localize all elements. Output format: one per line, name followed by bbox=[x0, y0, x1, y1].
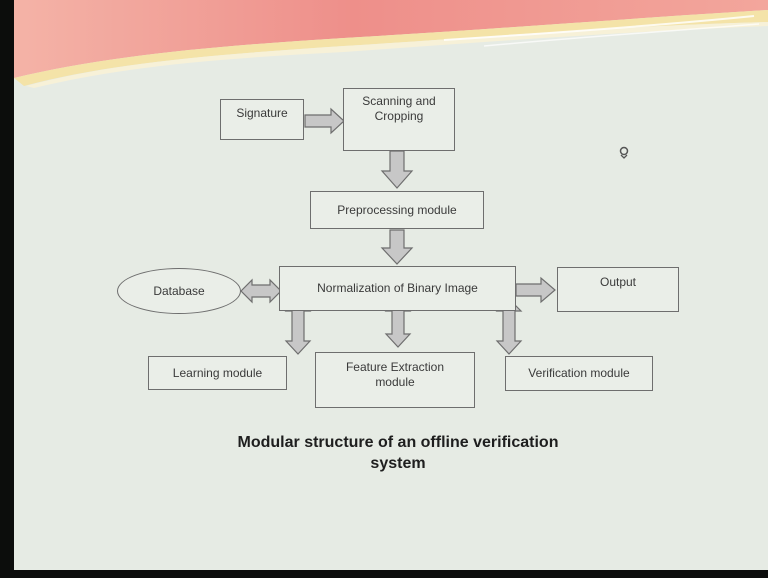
node-output: Output bbox=[557, 267, 679, 312]
node-feature-label-line2: module bbox=[375, 375, 415, 389]
node-learning: Learning module bbox=[148, 356, 287, 390]
arrow-normalization-to-output bbox=[515, 276, 556, 304]
node-scanning-label-line1: Scanning and bbox=[362, 94, 436, 108]
node-learning-label: Learning module bbox=[172, 365, 263, 380]
banner-pink-wave bbox=[14, 0, 768, 78]
node-verification-label: Verification module bbox=[528, 366, 630, 380]
diagram-arrows bbox=[240, 107, 556, 355]
node-normalization: Normalization of Binary Image bbox=[279, 266, 516, 311]
pointer-cursor-icon bbox=[619, 146, 629, 159]
caption-line2: verification system bbox=[370, 434, 559, 472]
arrow-database-normalization bbox=[240, 278, 282, 304]
arrow-signature-to-scanning bbox=[304, 107, 345, 135]
node-signature-label: Signature bbox=[236, 106, 288, 120]
node-scanning-label-line2: Cropping bbox=[374, 109, 424, 123]
arrow-scanning-to-preprocessing bbox=[380, 150, 414, 189]
node-scanning-cropping: Scanning and Cropping bbox=[343, 88, 455, 151]
caption-line1: Modular structure of an offline bbox=[237, 434, 469, 451]
node-verification: Verification module bbox=[505, 356, 653, 391]
node-signature: Signature bbox=[220, 99, 304, 140]
banner-yellow-wave bbox=[14, 10, 768, 86]
node-database-label: Database bbox=[153, 284, 205, 298]
header-decoration bbox=[14, 0, 768, 88]
node-normalization-label: Normalization of Binary Image bbox=[317, 281, 478, 295]
node-preprocessing: Preprocessing module bbox=[310, 191, 484, 229]
node-database: Database bbox=[117, 268, 241, 314]
node-feature-extraction: Feature Extraction module bbox=[315, 352, 475, 408]
node-output-label: Output bbox=[599, 275, 637, 289]
node-feature-label-line1: Feature Extraction bbox=[345, 360, 445, 374]
slide: Signature Scanning and Cropping Preproce… bbox=[14, 0, 768, 570]
node-preprocessing-label: Preprocessing module bbox=[337, 202, 457, 217]
arrow-normalization-verification bbox=[495, 298, 523, 355]
arrow-preprocessing-to-normalization bbox=[380, 229, 414, 265]
diagram-caption: Modular structure of an offline verifica… bbox=[228, 432, 568, 474]
